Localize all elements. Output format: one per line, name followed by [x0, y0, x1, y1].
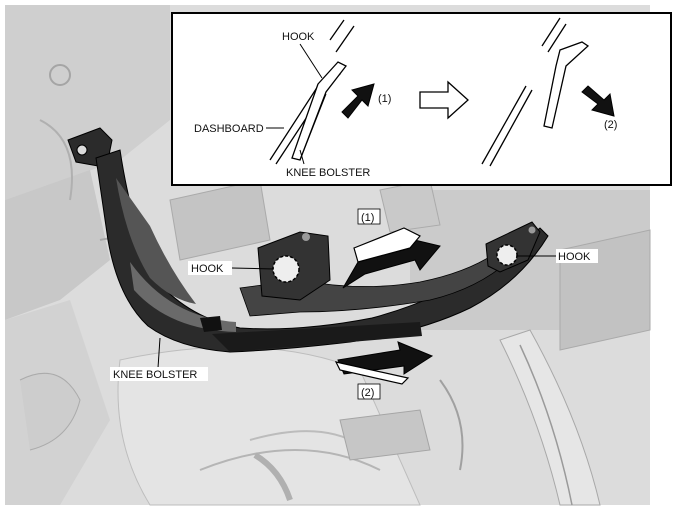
label-main-hook-right: HOOK — [558, 251, 591, 263]
label-inset-step-2: (2) — [604, 119, 617, 131]
label-main-step-1: (1) — [361, 212, 374, 224]
label-inset-dashboard: DASHBOARD — [194, 123, 264, 135]
hook-marker-left — [272, 255, 300, 283]
main-arrow-step-2-icon — [334, 341, 434, 385]
inset-arrow-step-1-icon — [341, 83, 375, 119]
label-main-step-2: (2) — [361, 387, 374, 399]
label-inset-step-1: (1) — [378, 93, 391, 105]
label-inset-hook: HOOK — [282, 31, 315, 43]
inset-hook-engaged-sketch — [269, 19, 355, 165]
inset-arrow-step-2-icon — [581, 85, 615, 117]
inset-sequence-arrow-icon — [419, 80, 469, 120]
label-inset-knee-bolster: KNEE BOLSTER — [286, 167, 370, 179]
main-arrow-step-1-icon — [342, 227, 441, 289]
hook-marker-right — [496, 244, 518, 266]
inset-hook-released-sketch — [481, 17, 590, 167]
label-main-hook-left: HOOK — [191, 263, 224, 275]
label-main-knee-bolster: KNEE BOLSTER — [113, 369, 197, 381]
inset-detail-panel: HOOK DASHBOARD KNEE BOLSTER (1) (2) — [171, 12, 672, 186]
